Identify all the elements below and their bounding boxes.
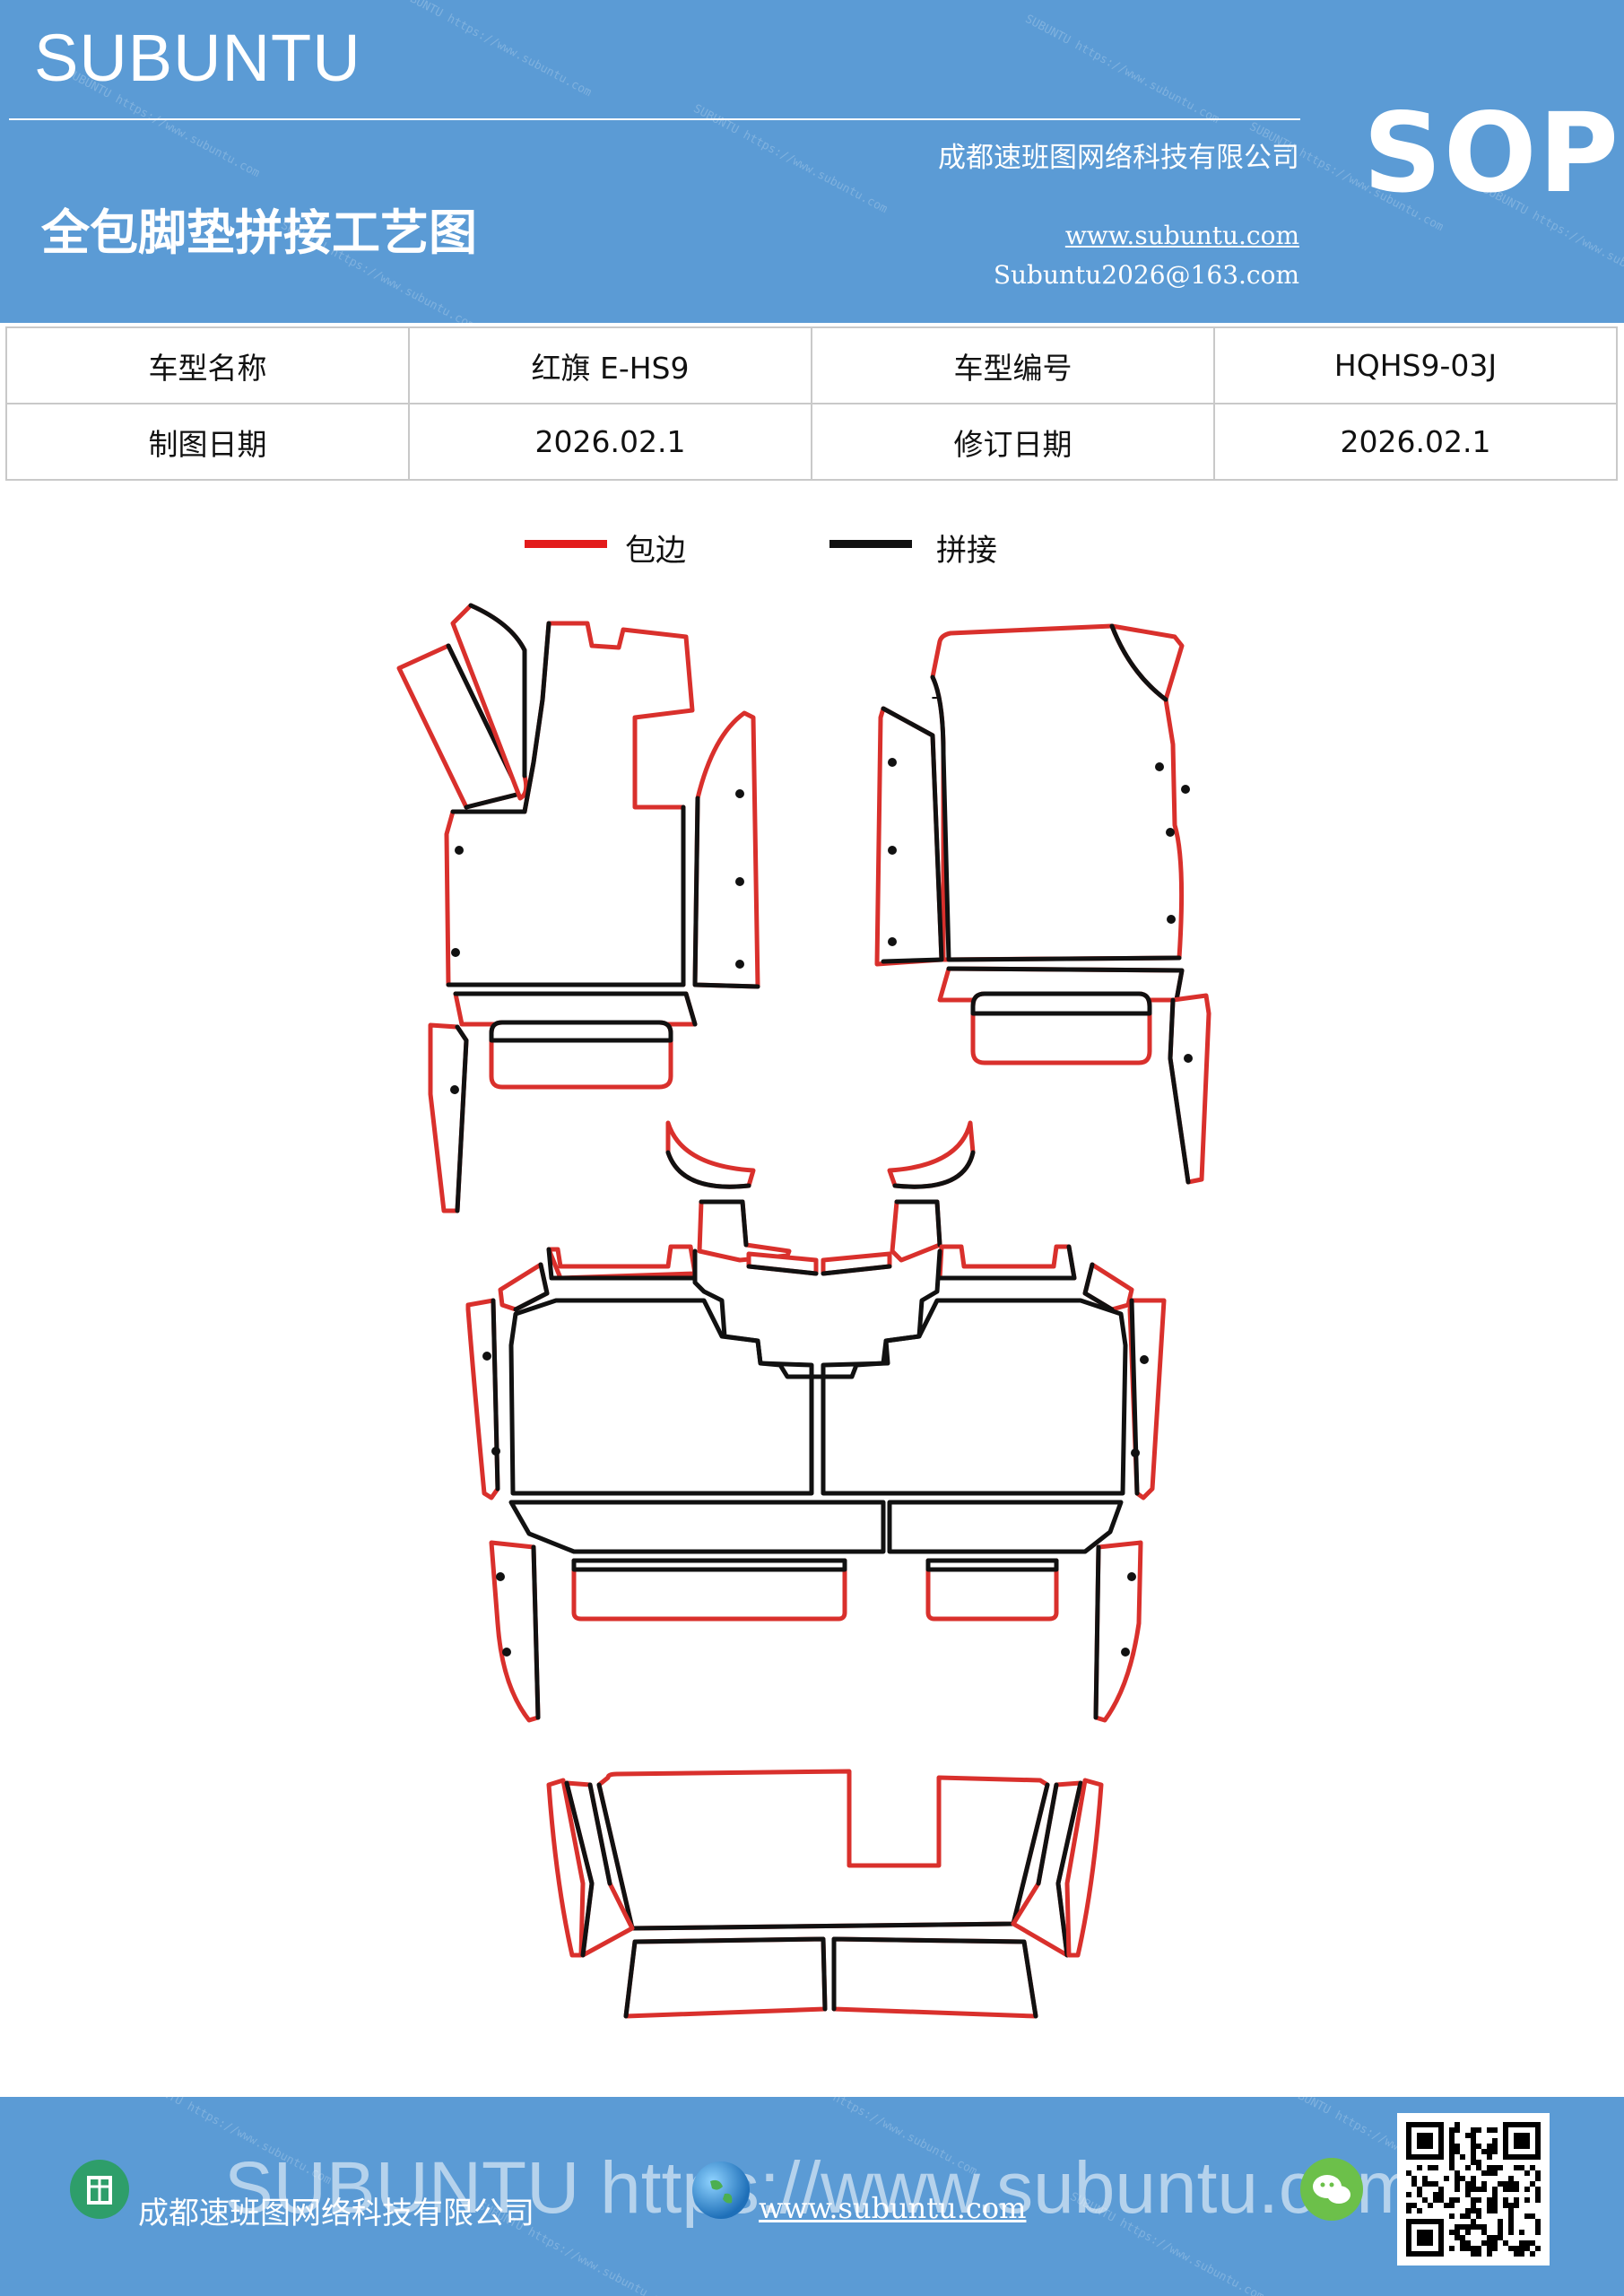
model-name-value: 红旗 E-HS9: [408, 326, 812, 404]
front-right-mat-group: 上: [874, 623, 1211, 1185]
legend-join-swatch: [829, 540, 912, 548]
middle-tunnel-cover-right: [890, 1199, 942, 1263]
qr-code: [1397, 2113, 1550, 2266]
footer-banner: SUBUNTU https://www.subuntu.com SUBUNTU …: [0, 2097, 1624, 2296]
model-code-value: HQHS9-03J: [1213, 326, 1618, 404]
middle-right-foot-pad: [925, 1558, 1059, 1622]
footer-company-name: 成都速班图网络科技有限公司: [138, 2196, 534, 2231]
rear-left-side-flap-outer: [546, 1778, 586, 1958]
rear-right-foot-pad: [831, 1936, 1038, 2019]
middle-left-heel-strip: [508, 1500, 886, 1554]
middle-left-side-flap: [465, 1298, 500, 1500]
legend-edge-swatch: [525, 540, 607, 548]
floor-mat-diagram: .r { fill: #fff; stroke: #d9302c; stroke…: [396, 603, 1211, 2019]
legend-edge-label: 包边: [625, 533, 686, 569]
middle-right-top-strip: [937, 1244, 1077, 1281]
watermark: SUBUNTU https://www.subuntu.com: [1022, 12, 1221, 127]
model-name-label: 车型名称: [5, 326, 410, 404]
middle-left-foot-pad: [571, 1558, 847, 1622]
website-link[interactable]: www.subuntu.com: [1064, 221, 1299, 250]
middle-left-top-strip: [546, 1244, 698, 1281]
rear-right-side-flap-outer: [1064, 1778, 1104, 1958]
building-icon: [70, 2160, 129, 2219]
rear-left-foot-pad: [623, 1936, 828, 2019]
revision-date-value: 2026.02.1: [1213, 403, 1618, 481]
header-banner: SUBUNTU https://www.subuntu.com SUBUNTU …: [0, 0, 1624, 323]
middle-left-door-strip: [489, 1540, 541, 1723]
legend: 包边 拼接: [0, 520, 1624, 574]
draw-date-value: 2026.02.1: [408, 403, 812, 481]
middle-center-bridge: [692, 1248, 942, 1379]
model-code-label: 车型编号: [811, 326, 1215, 404]
footer-watermark-text: SUBUNTU https://www.subuntu.com: [224, 2147, 1418, 2229]
front-left-heel-strip: [453, 991, 698, 1027]
table-row: 车型名称 红旗 E-HS9 车型编号 HQHS9-03J: [5, 326, 1618, 404]
wechat-icon: [1300, 2158, 1363, 2221]
middle-left-main-mat: [508, 1298, 814, 1496]
header-divider: [9, 118, 1300, 120]
document-title: 全包脚垫拼接工艺图: [41, 204, 477, 261]
legend-join-label: 拼接: [936, 533, 997, 569]
middle-mat-group: [465, 1120, 1167, 1723]
rear-main-mat: [596, 1769, 1050, 1931]
rear-mat-group: [546, 1769, 1104, 2019]
draw-date-label: 制图日期: [5, 403, 410, 481]
middle-right-heel-strip: [887, 1500, 1124, 1554]
front-left-foot-pad: [489, 1020, 673, 1090]
brand-logo-text: SUBUNTU: [34, 21, 361, 95]
middle-right-tunnel-flap: [887, 1120, 976, 1189]
watermark: SUBUNTU https://www.subuntu.com: [395, 0, 594, 100]
middle-right-door-strip: [1093, 1540, 1143, 1723]
middle-right-main-mat: [821, 1298, 1128, 1496]
footer-website-link[interactable]: www.subuntu.com: [759, 2191, 1027, 2225]
revision-date-label: 修订日期: [811, 403, 1215, 481]
vehicle-info-table: 车型名称 红旗 E-HS9 车型编号 HQHS9-03J 制图日期 2026.0…: [5, 326, 1618, 481]
middle-left-tunnel-flap: [665, 1120, 756, 1189]
table-row: 制图日期 2026.02.1 修订日期 2026.02.1: [5, 403, 1618, 481]
email-address[interactable]: Subuntu2026@163.com: [993, 260, 1299, 290]
globe-icon: [692, 2161, 750, 2219]
front-left-right-flap: [692, 710, 760, 989]
company-name: 成都速班图网络科技有限公司: [938, 142, 1299, 174]
front-left-mat-group: [396, 603, 760, 1213]
front-right-foot-pad: [970, 991, 1152, 1065]
sop-badge: SOP: [1363, 90, 1620, 217]
